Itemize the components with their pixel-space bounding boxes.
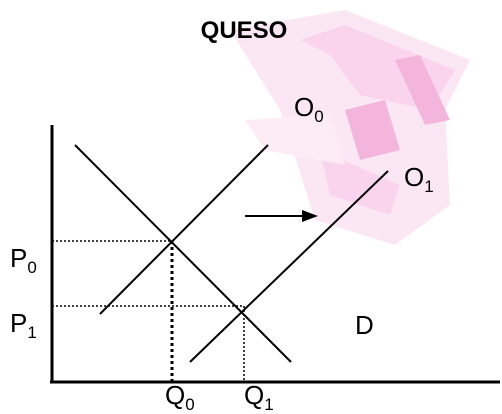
quantity-initial-label: Q0 xyxy=(165,380,195,414)
price-initial-label: P0 xyxy=(10,243,37,277)
demand-curve xyxy=(74,144,292,363)
watermark-lower-facet xyxy=(320,150,400,215)
supply-curve-initial xyxy=(99,144,269,315)
supply-curve-shifted xyxy=(189,170,389,363)
watermark-letter-r xyxy=(395,55,450,125)
watermark-left-facet xyxy=(245,115,345,165)
diagram-title: QUESO xyxy=(201,17,288,44)
demand-label: D xyxy=(355,310,374,340)
watermark-logo xyxy=(230,10,470,245)
watermark-letter-e xyxy=(345,100,400,160)
price-new-label: P1 xyxy=(10,308,37,342)
quantity-new-label: Q1 xyxy=(244,380,274,414)
arrow-right-icon xyxy=(245,210,318,222)
supply-shifted-label: O1 xyxy=(404,162,434,196)
supply-initial-label: O0 xyxy=(294,92,324,126)
